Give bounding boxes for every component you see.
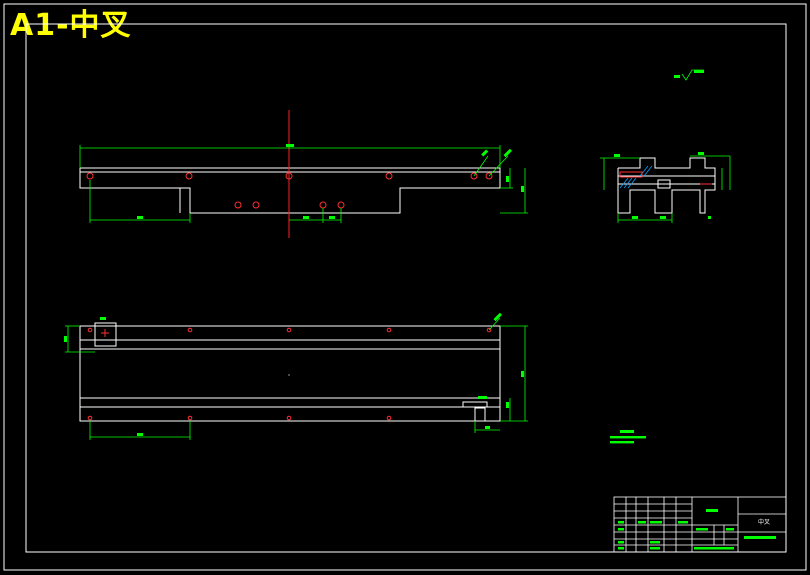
leader-note xyxy=(493,312,502,322)
hatch-line xyxy=(627,177,637,189)
hole-mark xyxy=(286,415,292,421)
top-view xyxy=(79,322,501,422)
dim-text-mark xyxy=(64,336,67,342)
roughness-text xyxy=(674,75,680,78)
slot-detail xyxy=(462,401,488,408)
dim-text-mark xyxy=(506,402,509,408)
side-view-outline xyxy=(617,157,716,214)
slot-detail xyxy=(94,322,117,347)
tb-field xyxy=(650,547,660,550)
hole-mark xyxy=(486,327,492,333)
dim-text-mark xyxy=(660,216,666,219)
hole-mark xyxy=(385,172,393,180)
leader-line xyxy=(488,155,509,177)
tb-field xyxy=(694,547,734,550)
hatch-line xyxy=(639,165,649,177)
section-hatching xyxy=(619,165,653,189)
dim-text-mark xyxy=(100,317,106,320)
hole-mark xyxy=(185,172,193,180)
tb-field xyxy=(618,528,624,531)
tb-field xyxy=(618,521,624,524)
leader-line xyxy=(488,317,501,331)
notes-line xyxy=(610,441,634,444)
dim-text-mark xyxy=(614,154,620,157)
hole-mark xyxy=(286,327,292,333)
hole-mark xyxy=(319,201,327,209)
roughness-text xyxy=(694,70,704,73)
front-view-holes xyxy=(86,172,493,209)
hole-mark xyxy=(87,415,93,421)
top-view-outline xyxy=(79,325,501,422)
title-block xyxy=(613,496,787,553)
hole-mark xyxy=(485,172,493,180)
tb-field xyxy=(744,536,776,539)
roughness-note xyxy=(674,69,704,81)
dim-text-mark xyxy=(506,176,509,182)
hole-mark xyxy=(87,327,93,333)
side-view-marks xyxy=(619,171,712,185)
top-view-dimensions xyxy=(64,312,528,440)
dim-text-mark xyxy=(698,152,704,155)
side-view-dimensions xyxy=(600,152,731,223)
sheet-title: A1-中叉 xyxy=(10,8,132,43)
tb-field xyxy=(650,521,662,524)
notes-heading xyxy=(620,430,634,433)
tb-field xyxy=(726,528,734,531)
dim-text-mark xyxy=(521,186,524,192)
slot-detail xyxy=(474,407,486,422)
title-block-fields xyxy=(618,509,776,550)
hole-mark xyxy=(470,172,478,180)
tb-field xyxy=(706,509,718,512)
side-mark xyxy=(619,171,643,178)
leader-note xyxy=(503,148,512,158)
tb-field xyxy=(618,547,624,550)
side-section-view xyxy=(617,157,716,214)
hole-mark xyxy=(386,327,392,333)
dim-text-mark xyxy=(286,144,294,147)
top-view-holes xyxy=(87,327,492,421)
dim-text-mark xyxy=(137,216,143,219)
dim-text-mark xyxy=(137,433,143,436)
section-slot xyxy=(657,179,671,189)
title-block-frame xyxy=(613,496,787,553)
hole-mark xyxy=(234,201,242,209)
dim-text-mark xyxy=(521,371,524,377)
leader-line xyxy=(473,155,489,177)
title-block-part-name: 中叉 xyxy=(758,518,770,526)
hatch-line xyxy=(643,165,653,177)
tb-field xyxy=(638,521,646,524)
hole-mark xyxy=(86,172,94,180)
tb-field xyxy=(678,521,688,524)
tb-field xyxy=(696,528,708,531)
dim-text-mark xyxy=(303,216,309,219)
hole-mark xyxy=(386,415,392,421)
hole-mark xyxy=(337,201,345,209)
front-view-outline xyxy=(79,167,501,214)
hatch-line xyxy=(623,177,633,189)
hole-mark xyxy=(187,327,193,333)
leader-note xyxy=(481,149,489,157)
outer-border xyxy=(3,3,807,571)
tb-field xyxy=(618,541,624,544)
dim-text-mark xyxy=(708,216,711,219)
center-point xyxy=(288,374,290,376)
dim-text-mark xyxy=(329,216,335,219)
notes-line xyxy=(610,436,646,439)
hatch-line xyxy=(619,177,629,189)
technical-notes xyxy=(610,430,646,444)
front-view xyxy=(79,167,501,214)
dim-text-mark xyxy=(485,426,490,429)
front-view-dimensions xyxy=(79,144,528,223)
leader-note xyxy=(478,396,487,399)
hole-mark xyxy=(187,415,193,421)
tb-field xyxy=(650,541,660,544)
dim-text-mark xyxy=(632,216,638,219)
inner-frame xyxy=(25,23,787,553)
hole-mark xyxy=(252,201,260,209)
